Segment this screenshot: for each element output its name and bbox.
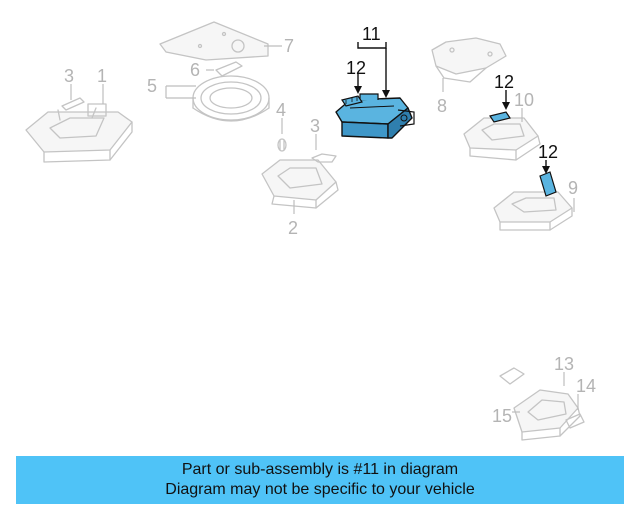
part-15-clip-lower: [499, 367, 525, 385]
leader-11: [357, 42, 387, 49]
callout-2: 2: [288, 218, 298, 238]
callout-8: 8: [437, 96, 447, 116]
callout-14: 14: [576, 376, 596, 396]
part-12-bulb-c: [539, 171, 557, 197]
callout-12-a: 12: [346, 58, 366, 78]
callout-3-center: 3: [310, 116, 320, 136]
callout-9: 9: [568, 178, 578, 198]
part-4-bulb-center: [277, 138, 287, 152]
leader-5: [165, 85, 196, 99]
part-3-bulb-left: [61, 97, 85, 111]
info-banner: Part or sub-assembly is #11 in diagram D…: [16, 456, 624, 504]
part-8-cover: [431, 37, 507, 83]
part-6-bulb: [215, 61, 243, 77]
callout-4: 4: [276, 100, 286, 120]
part-9-right-lower-lamp: [493, 191, 573, 231]
callout-12-c: 12: [538, 142, 558, 162]
banner-line-1: Part or sub-assembly is #11 in diagram: [181, 461, 459, 478]
callout-10: 10: [514, 90, 534, 110]
part-7-roof-plate: [159, 21, 269, 61]
part-11-front: [341, 121, 389, 139]
callout-11: 11: [362, 24, 381, 44]
part-12-bulb-a: [341, 95, 363, 107]
part-1-map-lamp-housing: [25, 103, 133, 163]
callout-15: 15: [492, 406, 512, 426]
banner-line-2: Diagram may not be specific to your vehi…: [165, 481, 475, 498]
callout-12-b: 12: [494, 72, 514, 92]
callout-3-left: 3: [64, 66, 74, 86]
callout-5: 5: [147, 76, 157, 96]
callout-7: 7: [284, 36, 294, 56]
part-12-bulb-b: [489, 111, 511, 123]
callout-1: 1: [97, 66, 107, 86]
part-10-right-lamp: [463, 117, 541, 161]
part-3-center-clip: [311, 153, 337, 163]
part-14-bulb-lower: [565, 413, 585, 429]
part-2-center-lamp-housing: [261, 159, 339, 209]
part-5-dome-lens: [192, 75, 270, 122]
callout-6: 6: [190, 60, 200, 80]
callout-13: 13: [554, 354, 574, 374]
part-13-lower-lamp-assembly: [513, 389, 581, 441]
